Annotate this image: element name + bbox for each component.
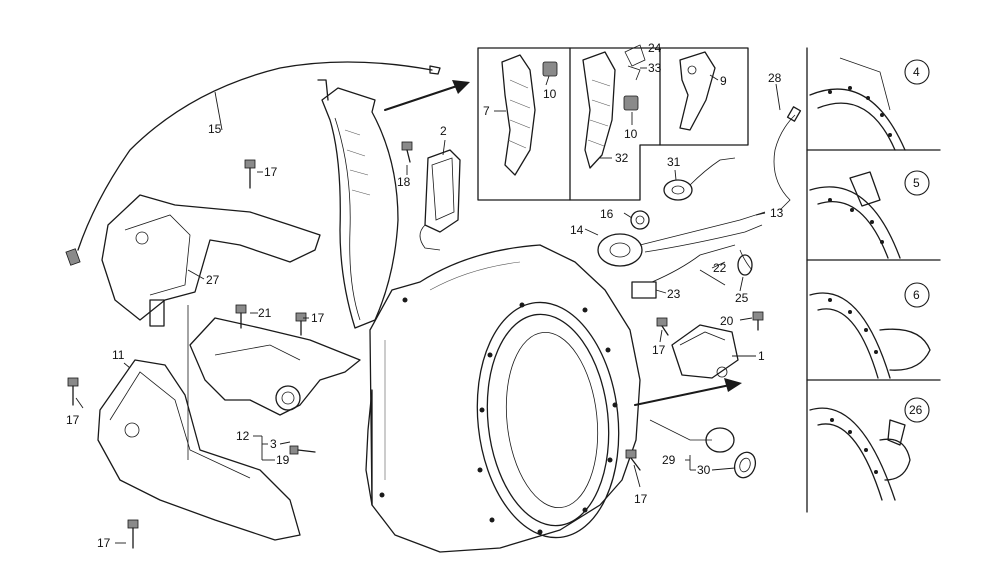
part-1-coil <box>671 324 739 379</box>
callout-9: 9 <box>720 74 727 88</box>
callout-6: 6 <box>913 288 920 302</box>
callout-17: 17 <box>66 413 80 427</box>
callout-20: 20 <box>720 314 734 328</box>
callout-4: 4 <box>913 65 920 79</box>
bolt-17-e <box>656 317 669 336</box>
bolt-17-f <box>625 449 641 471</box>
part-2-switch <box>419 149 461 251</box>
right-detail-strip <box>806 47 941 513</box>
callout-17: 17 <box>634 492 648 506</box>
callout-5: 5 <box>913 176 920 190</box>
bolts <box>67 141 764 549</box>
callout-23: 23 <box>667 287 681 301</box>
callout-26: 26 <box>909 403 923 417</box>
bolt-21 <box>235 304 247 329</box>
callout-7: 7 <box>483 104 490 118</box>
bolt-19 <box>289 445 316 455</box>
callout-12: 12 <box>236 429 250 443</box>
part-28-cable <box>773 106 802 211</box>
callout-30: 30 <box>697 463 711 477</box>
bolt-17-b <box>67 377 79 406</box>
callout-17: 17 <box>652 343 666 357</box>
callout-15: 15 <box>208 122 222 136</box>
callout-10: 10 <box>624 127 638 141</box>
callout-21: 21 <box>258 306 272 320</box>
callout-1: 1 <box>758 349 765 363</box>
part-11-cover <box>97 359 301 541</box>
bolt-20 <box>752 311 764 331</box>
callout-33: 33 <box>648 61 662 75</box>
callout-28: 28 <box>768 71 782 85</box>
callout-14: 14 <box>570 223 584 237</box>
callout-32: 32 <box>615 151 629 165</box>
wiring-harness <box>597 210 766 299</box>
callout-17: 17 <box>264 165 278 179</box>
inset-parts <box>501 44 736 201</box>
callout-17: 17 <box>311 311 325 325</box>
part-12-bracket <box>187 305 361 460</box>
arrows <box>384 80 742 406</box>
callout-17: 17 <box>97 536 111 550</box>
leader-lines <box>75 47 781 544</box>
callout-18: 18 <box>397 175 411 189</box>
part-27-cover <box>101 194 321 327</box>
callout-19: 19 <box>276 453 290 467</box>
callout-10: 10 <box>543 87 557 101</box>
curved-cover <box>317 79 399 329</box>
callout-13: 13 <box>770 206 784 220</box>
bolt-18 <box>401 141 413 163</box>
part-29-30 <box>649 419 757 479</box>
callout-16: 16 <box>600 207 614 221</box>
callout-22: 22 <box>713 261 727 275</box>
callout-11: 11 <box>112 348 125 362</box>
callout-29: 29 <box>662 453 676 467</box>
bolt-17-c <box>127 519 139 549</box>
callout-2: 2 <box>440 124 447 138</box>
callout-3: 3 <box>270 437 277 451</box>
callout-27: 27 <box>206 273 220 287</box>
callout-31: 31 <box>667 155 681 169</box>
callout-24: 24 <box>648 41 662 55</box>
fan-shroud <box>365 244 641 553</box>
reference-circles <box>904 59 930 423</box>
callout-25: 25 <box>735 291 749 305</box>
bolt-17-a <box>244 159 256 189</box>
inset-frames <box>477 47 749 201</box>
cable-15 <box>65 61 441 266</box>
bolt-17-d <box>295 312 307 336</box>
callout-labels: 15 17 27 21 17 11 17 12 3 19 17 2 18 7 1… <box>66 41 923 550</box>
